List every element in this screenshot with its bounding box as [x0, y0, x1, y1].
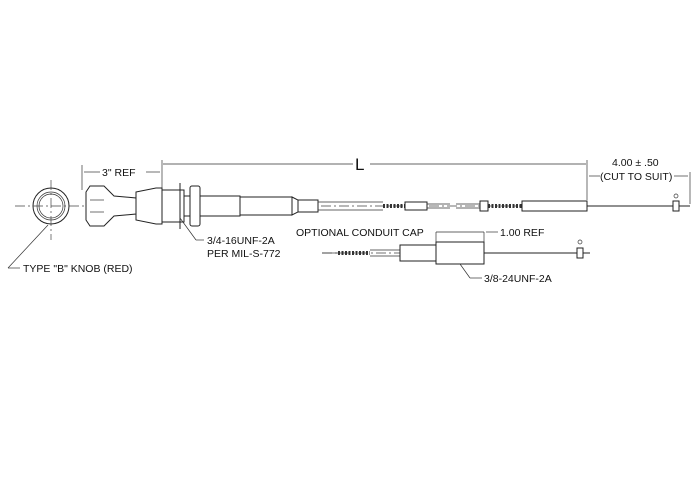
thread-main-label-2: PER MIL-S-772 [207, 248, 281, 260]
ref-3in-label: 3" REF [102, 167, 135, 179]
main-cable-assembly [85, 183, 690, 229]
optional-cap-label: OPTIONAL CONDUIT CAP [296, 227, 424, 239]
knob-end-view [32, 180, 70, 240]
dimensions [7, 160, 691, 269]
tolerance-label: 4.00 ± .50 [612, 157, 659, 169]
thread-cap-label: 3/8-24UNF-2A [484, 273, 552, 285]
length-label: L [355, 155, 364, 174]
thread-main-label-1: 3/4-16UNF-2A [207, 235, 275, 247]
knob-label: TYPE "B" KNOB (RED) [23, 263, 133, 275]
cut-to-suit-label: (CUT TO SUIT) [600, 171, 672, 183]
optional-conduit-cap [322, 231, 590, 279]
ref-1in-label: 1.00 REF [500, 227, 544, 239]
